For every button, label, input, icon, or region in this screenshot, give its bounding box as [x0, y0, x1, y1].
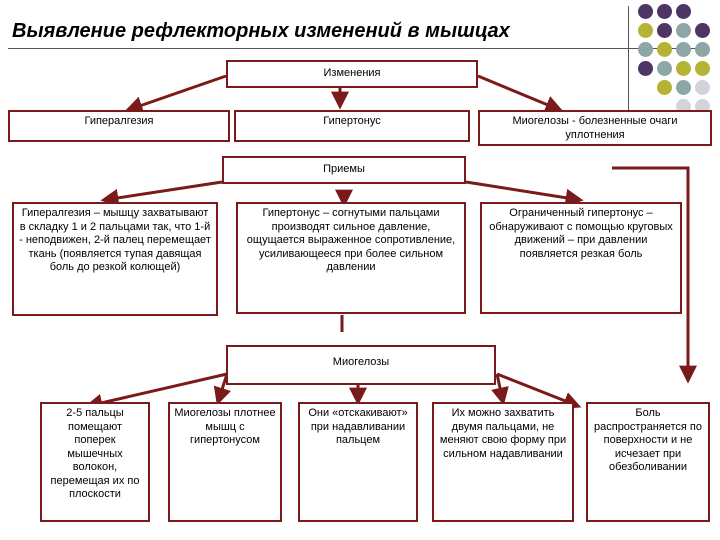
arrow-priemy-to-hyperalgesia	[100, 180, 223, 207]
box-technique-hyperalgesia: Гипералгезия – мышцу захватывают в склад…	[12, 202, 218, 316]
decor-dot	[695, 61, 710, 76]
box-myogelosis-item-4-label: Их можно захватить двумя пальцами, не ме…	[439, 407, 567, 460]
decor-dot	[638, 4, 653, 19]
decor-dot	[657, 80, 672, 95]
decor-dot	[676, 42, 691, 57]
decor-dot	[676, 80, 691, 95]
arrow-izmeneniya-to-myogelosis	[477, 74, 564, 113]
box-hyperalgesia: Гипералгезия	[8, 110, 230, 142]
header-myogelosis-label: Миогелозы	[332, 356, 390, 368]
decor-dot	[657, 4, 672, 19]
decor-dot	[676, 61, 691, 76]
box-technique-limited-hypertonus-label: Ограниченный гипертонус – обнаруживают с…	[489, 207, 673, 260]
arrow-right-side-to-myogelosis-item5	[612, 166, 697, 384]
box-technique-hypertonus-label: Гипертонус – согнутыми пальцами производ…	[246, 207, 456, 273]
header-priemy: Приемы	[222, 156, 466, 184]
box-myogelosis-item-3: Они «отскакивают» при надавливании пальц…	[298, 402, 418, 522]
box-technique-limited-hypertonus: Ограниченный гипертонус – обнаруживают с…	[480, 202, 682, 314]
decor-dot	[638, 23, 653, 38]
box-myogelosis-item-2-label: Миогелозы плотнее мышц с гипертонусом	[174, 407, 276, 446]
decor-dot	[657, 61, 672, 76]
header-myogelosis: Миогелозы	[226, 345, 496, 385]
arrow-myogelosis-to-item2	[213, 373, 231, 406]
decor-dot	[657, 42, 672, 57]
header-izmeneniya: Изменения	[226, 60, 478, 88]
header-priemy-label: Приемы	[323, 163, 365, 176]
decor-dot	[695, 23, 710, 38]
box-hypertonus: Гипертонус	[234, 110, 470, 142]
box-technique-hyperalgesia-label: Гипералгезия – мышцу захватывают в склад…	[19, 207, 211, 273]
decor-vertical-line	[628, 6, 629, 116]
decor-dot	[638, 42, 653, 57]
decor-dot	[638, 61, 653, 76]
box-myogelosis-item-5-label: Боль распространяется по поверхности и н…	[594, 407, 702, 473]
box-myogelosis-item-1-label: 2-5 пальцы помещают поперек мышечных вол…	[50, 407, 140, 500]
arrow-izmeneniya-to-hyperalgesia	[124, 74, 227, 114]
box-myogelosis-item-4: Их можно захватить двумя пальцами, не ме…	[432, 402, 574, 522]
box-myogelosis-item-2: Миогелозы плотнее мышц с гипертонусом	[168, 402, 282, 522]
arrow-priemy-to-limited-hypertonus	[465, 180, 584, 207]
decor-dot	[676, 23, 691, 38]
decor-dot	[695, 42, 710, 57]
box-myogelosis-item-5: Боль распространяется по поверхности и н…	[586, 402, 710, 522]
arrow-myogelosis-to-item4	[491, 373, 509, 406]
arrow-myogelosis-to-item5	[496, 372, 582, 410]
page-title: Выявление рефлекторных изменений в мышца…	[12, 20, 510, 42]
box-hyperalgesia-label: Гипералгезия	[84, 115, 154, 127]
arrow-myogelosis-to-item1	[84, 372, 228, 412]
box-technique-hypertonus: Гипертонус – согнутыми пальцами производ…	[236, 202, 466, 314]
header-izmeneniya-label: Изменения	[323, 67, 381, 80]
decor-horizontal-line	[8, 48, 708, 49]
box-myogelosis-item-3-label: Они «отскакивают» при надавливании пальц…	[308, 407, 408, 446]
box-myogelosis: Миогелозы - болезненные очаги уплотнения	[478, 110, 712, 146]
box-myogelosis-label: Миогелозы - болезненные очаги уплотнения	[512, 115, 678, 141]
decor-dot	[657, 23, 672, 38]
decor-dot	[676, 4, 691, 19]
box-hypertonus-label: Гипертонус	[323, 115, 381, 127]
box-myogelosis-item-1: 2-5 пальцы помещают поперек мышечных вол…	[40, 402, 150, 522]
decor-dot	[695, 80, 710, 95]
